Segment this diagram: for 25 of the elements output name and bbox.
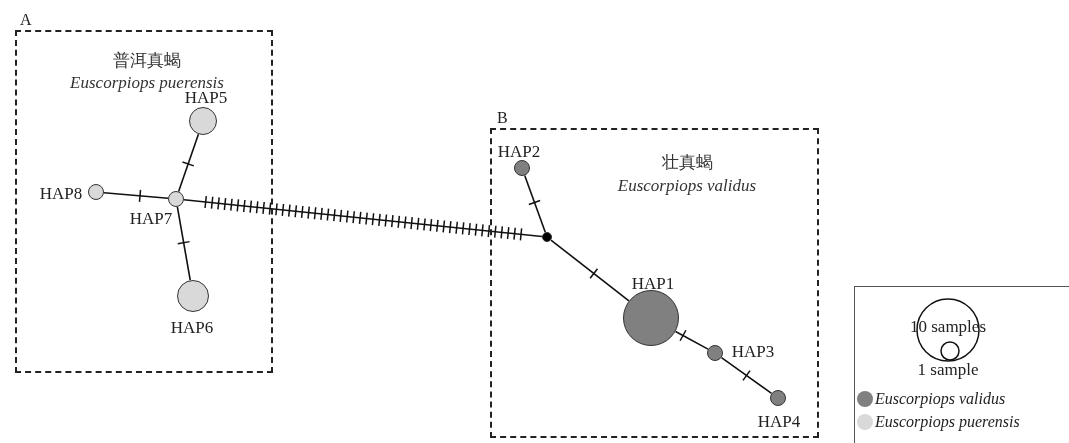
network-branch bbox=[674, 330, 709, 350]
network-branch bbox=[183, 199, 543, 238]
species-name-latin: Euscorpiops puerensis bbox=[70, 74, 224, 91]
network-branch bbox=[720, 356, 773, 395]
network-branch bbox=[177, 133, 200, 193]
species-name-chinese: 壮真蝎 bbox=[661, 154, 713, 171]
haplotype-label: HAP3 bbox=[731, 342, 775, 360]
legend-label: Euscorpiops validus bbox=[875, 391, 1006, 407]
network-branch bbox=[550, 239, 630, 302]
haplotype-label: HAP5 bbox=[184, 88, 228, 106]
haplotype-label: HAP4 bbox=[757, 412, 801, 430]
haplotype-label: HAP2 bbox=[497, 142, 541, 160]
species-name-chinese: 普洱真蝎 bbox=[113, 52, 181, 69]
haplotype-label: HAP7 bbox=[129, 209, 173, 227]
panel-letter: B bbox=[497, 110, 508, 126]
network-branch bbox=[103, 191, 169, 200]
network-branch bbox=[523, 174, 547, 234]
haplotype-label: HAP8 bbox=[39, 184, 83, 202]
haplotype-label: HAP1 bbox=[631, 274, 675, 292]
network-branch bbox=[176, 206, 192, 282]
legend-label: 1 sample bbox=[917, 360, 979, 378]
species-name-latin: Euscorpiops validus bbox=[617, 177, 757, 194]
haplotype-label: HAP6 bbox=[170, 318, 214, 336]
legend-label: Euscorpiops puerensis bbox=[875, 414, 1020, 430]
panel-letter: A bbox=[20, 12, 32, 28]
